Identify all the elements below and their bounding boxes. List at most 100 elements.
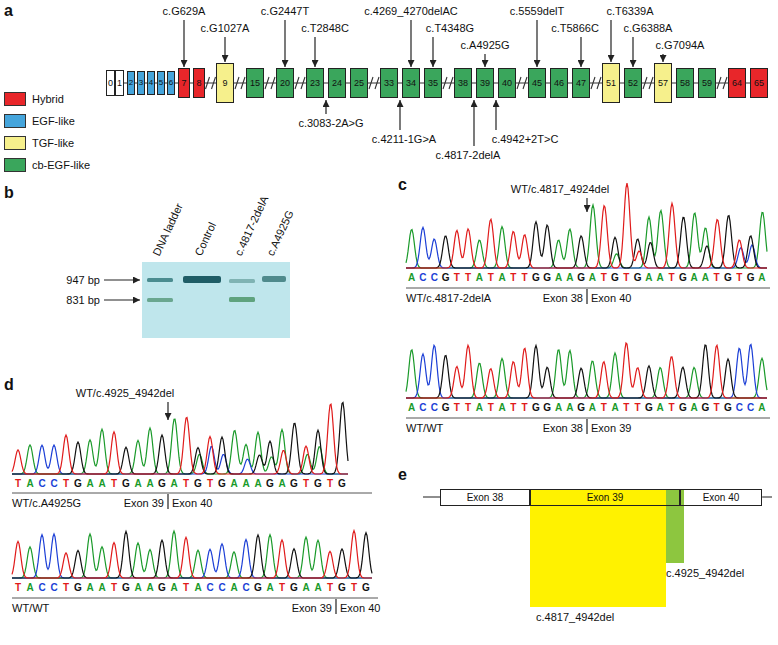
base-letter: T (462, 271, 473, 284)
base-letter: G (632, 271, 643, 284)
exon-block: 25 (350, 68, 368, 98)
exon-block: 4 (147, 71, 155, 95)
size-arrow (104, 299, 140, 300)
exon-number: 24 (332, 79, 342, 88)
exon-number: 64 (732, 79, 742, 88)
exon-number: 59 (702, 79, 712, 88)
base-letter: T (324, 477, 336, 490)
base-letter: T (180, 477, 192, 490)
exon-number: 15 (250, 79, 260, 88)
exon-block: 38 (454, 68, 472, 98)
base-letter: T (632, 401, 643, 414)
base-letter: A (228, 581, 240, 594)
exon-block: 20 (276, 68, 294, 98)
base-letter: A (84, 477, 96, 490)
base-letter: T (711, 271, 722, 284)
base-letter: A (192, 581, 204, 594)
base-letter: G (336, 581, 348, 594)
legend-label: cb-EGF-like (32, 158, 90, 172)
exon-number: 9 (222, 79, 227, 88)
gel-band (229, 279, 255, 283)
deletion-region (666, 489, 684, 563)
size-arrow (104, 279, 140, 280)
mutation-label: c.T5866C (551, 21, 599, 35)
base-letter: A (24, 477, 36, 490)
base-letter: G (677, 271, 688, 284)
exon-number: 1 (117, 79, 122, 88)
legend-swatch (4, 136, 26, 150)
base-letter: A (587, 271, 598, 284)
base-letter: T (519, 271, 530, 284)
exon-number: 20 (280, 79, 290, 88)
base-letter: G (722, 271, 733, 284)
base-letter: A (144, 581, 156, 594)
exon-block: 51 (602, 63, 620, 103)
base-letter: C (429, 401, 440, 414)
gene-line (423, 496, 440, 497)
leader-arrow (432, 37, 433, 67)
base-letter: C (36, 581, 48, 594)
legend-swatch (4, 92, 26, 106)
panel-letter: e (398, 466, 407, 484)
base-letter: T (451, 401, 462, 414)
base-letter: G (264, 477, 276, 490)
panel-letter: b (4, 184, 14, 202)
leader-arrow (314, 37, 315, 67)
exon-number: 3 (139, 79, 143, 87)
base-letter: T (108, 581, 120, 594)
chromatogram-trace (12, 531, 372, 578)
exon-number: 25 (354, 79, 364, 88)
exon-number: 2 (129, 79, 133, 87)
base-letter: A (252, 477, 264, 490)
base-letter: T (12, 581, 24, 594)
leader-arrow (284, 20, 285, 67)
panel-letter: c (398, 176, 407, 194)
base-sequence: ACCGTTATATTGGAAGATATTGATGAGTGCCA (406, 401, 768, 414)
chromatogram-trace (406, 343, 767, 398)
base-letter: C (216, 581, 228, 594)
size-label: 947 bp (66, 273, 100, 287)
exon-number: 6 (169, 79, 173, 87)
sequence-rule (12, 493, 372, 494)
exon-box: Exon 40 (680, 489, 762, 506)
base-letter: G (609, 271, 620, 284)
gel-image (142, 262, 290, 338)
exon-label: Exon 39 (124, 496, 164, 510)
exon-block: 8 (193, 68, 205, 98)
base-letter: G (288, 477, 300, 490)
exon-block: 64 (728, 68, 746, 98)
exon-number: 57 (658, 79, 668, 88)
base-letter: T (204, 477, 216, 490)
base-letter: G (156, 477, 168, 490)
base-letter: G (360, 581, 372, 594)
base-letter: T (462, 401, 473, 414)
exon-block: 52 (624, 68, 642, 98)
mutation-label: c.A4925G (461, 38, 510, 52)
base-letter: A (300, 581, 312, 594)
base-letter: G (252, 581, 264, 594)
exon-block: 57 (654, 63, 672, 103)
base-letter: T (12, 477, 24, 490)
mutation-label: c.T4348G (426, 21, 474, 35)
exon-block: 1 (115, 70, 124, 96)
mutation-label: c.4942+2T>C (492, 132, 559, 146)
exon-number: 7 (181, 79, 186, 88)
base-letter: A (553, 271, 564, 284)
genotype-label: WT/WT (12, 601, 49, 615)
base-letter: G (700, 401, 711, 414)
chromatogram-trace (12, 531, 372, 578)
base-letter: A (688, 271, 699, 284)
exon-number: 51 (606, 79, 616, 88)
base-letter: G (575, 401, 586, 414)
base-letter: G (72, 477, 84, 490)
base-letter: G (542, 401, 553, 414)
lane-label: DNA ladder (149, 201, 185, 258)
base-letter: C (417, 401, 428, 414)
chromatogram-trace (406, 205, 767, 268)
mutation-label: c.4817-2delA (436, 148, 501, 162)
chromatogram-trace (406, 345, 767, 398)
exon-number: 5 (159, 79, 163, 87)
base-letter: G (575, 271, 586, 284)
base-letter: A (168, 477, 180, 490)
leader-arrow (586, 198, 587, 212)
